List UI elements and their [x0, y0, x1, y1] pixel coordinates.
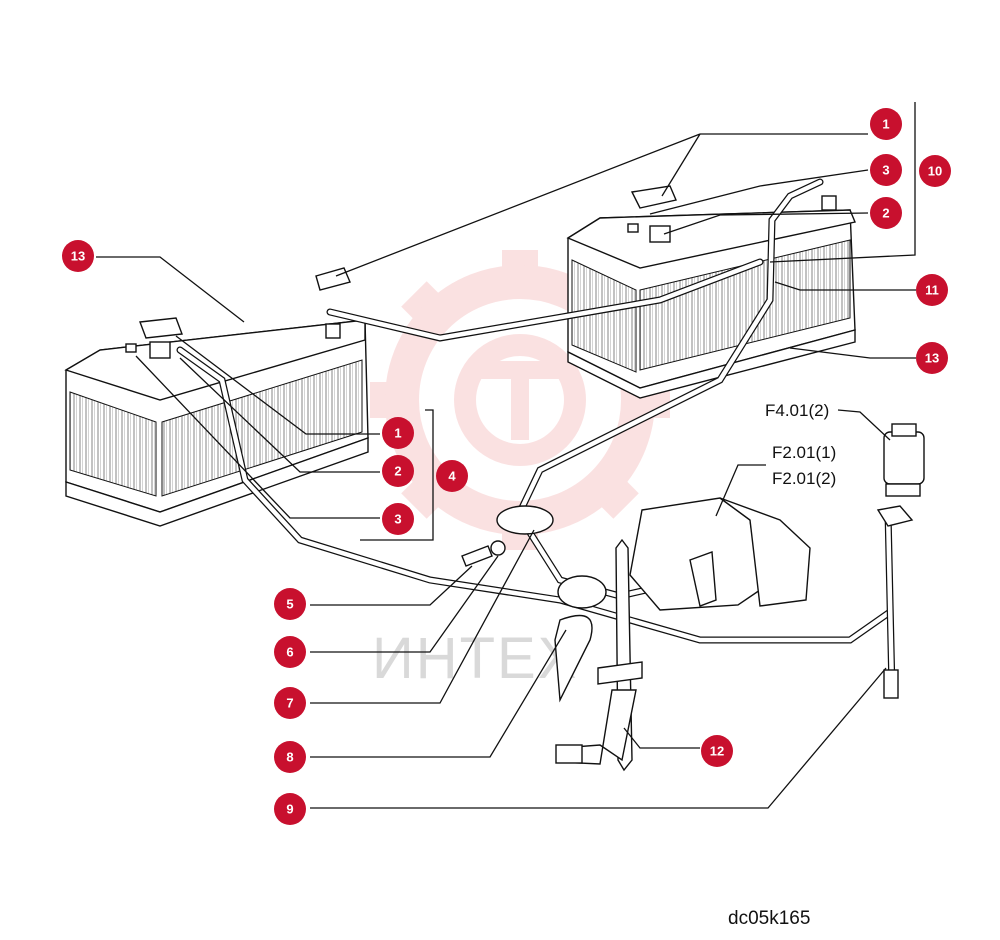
svg-text:3: 3 — [394, 512, 401, 527]
clamp-parts — [461, 505, 643, 772]
callout-3-left: 3 — [382, 503, 414, 535]
callout-1-left: 1 — [382, 417, 414, 449]
callout-12: 12 — [701, 735, 733, 767]
callout-2-top: 2 — [870, 197, 902, 229]
svg-text:3: 3 — [882, 163, 889, 178]
svg-text:10: 10 — [928, 164, 942, 179]
callout-4: 4 — [436, 460, 468, 492]
callout-11: 11 — [916, 274, 948, 306]
svg-text:1: 1 — [394, 426, 401, 441]
right-battery — [566, 195, 856, 399]
svg-text:4: 4 — [448, 469, 456, 484]
svg-text:13: 13 — [925, 351, 939, 366]
svg-text:12: 12 — [710, 744, 724, 759]
starter-motor — [629, 497, 811, 611]
relay-component — [876, 423, 925, 699]
ref-label-f201-1: F2.01(1) — [772, 443, 836, 462]
svg-text:2: 2 — [882, 206, 889, 221]
callout-3-top: 3 — [870, 154, 902, 186]
svg-text:2: 2 — [394, 464, 401, 479]
left-battery — [64, 319, 369, 527]
svg-text:9: 9 — [286, 802, 293, 817]
svg-text:6: 6 — [286, 645, 293, 660]
svg-text:5: 5 — [286, 597, 293, 612]
watermark-text: ИНТЕХ — [372, 626, 578, 691]
callout-2-left: 2 — [382, 455, 414, 487]
cables — [176, 178, 896, 694]
svg-text:1: 1 — [882, 117, 889, 132]
leader-lines — [96, 102, 916, 809]
ref-label-f201-2: F2.01(2) — [772, 469, 836, 488]
callout-1-top: 1 — [870, 108, 902, 140]
ref-label-f401: F4.01(2) — [765, 401, 829, 420]
drawing-code: dc05k165 — [728, 908, 810, 929]
callout-10: 10 — [919, 155, 951, 187]
callout-8: 8 — [274, 741, 306, 773]
svg-text:7: 7 — [286, 696, 293, 711]
callout-13-left: 13 — [62, 240, 94, 272]
svg-text:13: 13 — [71, 249, 85, 264]
svg-text:8: 8 — [286, 750, 293, 765]
callout-5: 5 — [274, 588, 306, 620]
svg-text:11: 11 — [925, 283, 939, 298]
callout-6: 6 — [274, 636, 306, 668]
callout-7: 7 — [274, 687, 306, 719]
callout-9: 9 — [274, 793, 306, 825]
callout-13-right: 13 — [916, 342, 948, 374]
